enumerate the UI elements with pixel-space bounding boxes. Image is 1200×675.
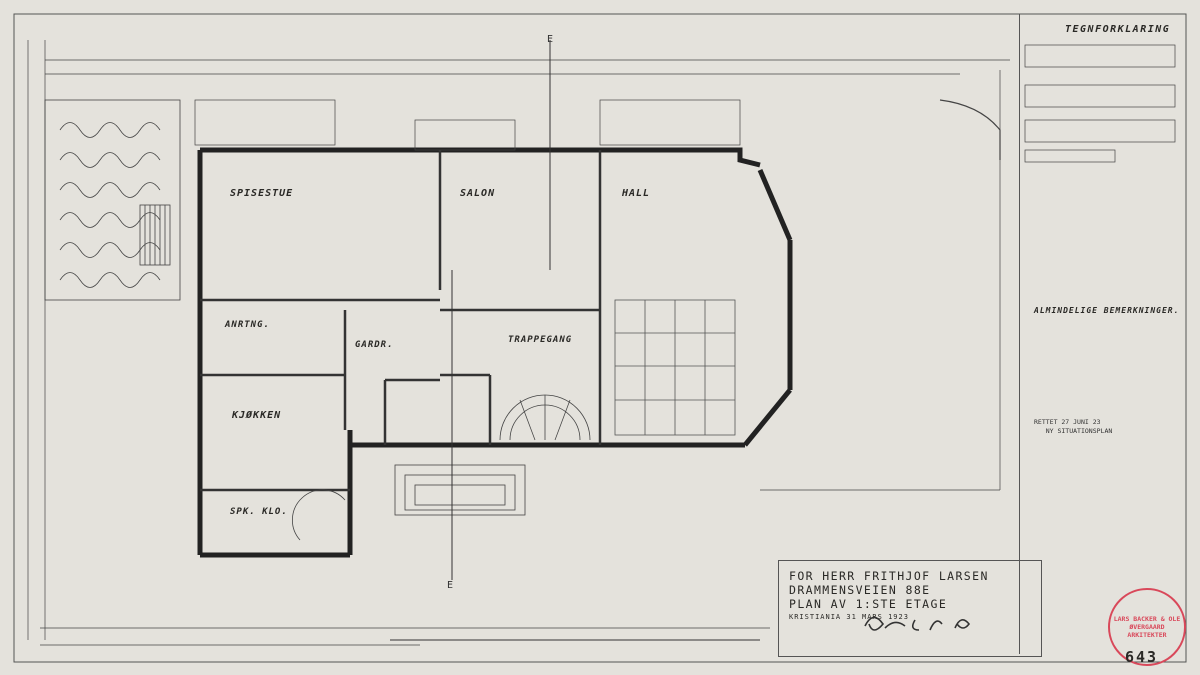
svg-text:E: E xyxy=(447,580,453,591)
title-address: DRAMMENSVEIEN 88E xyxy=(789,583,931,597)
title-block: FOR HERR FRITHJOF LARSEN DRAMMENSVEIEN 8… xyxy=(778,560,1042,657)
stamp-text: LARS BACKER & OLE ØVERGAARD ARKITEKTER xyxy=(1113,615,1181,639)
room-label-gardr: GARDR. xyxy=(355,340,394,350)
signature xyxy=(864,616,971,631)
room-label-trappegang: TRAPPEGANG xyxy=(508,335,573,345)
legend-panel: TEGNFORKLARING xyxy=(1019,14,1190,654)
legend-title: TEGNFORKLARING xyxy=(1065,24,1171,35)
revision-note: RETTET 27 JUNI 23 NY SITUATIONSPLAN xyxy=(1034,418,1113,435)
title-date: KRISTIANIA 31 MARS 1923 xyxy=(789,613,909,621)
room-label-anretning: ANRTNG. xyxy=(225,320,270,330)
architect-stamp: LARS BACKER & OLE ØVERGAARD ARKITEKTER xyxy=(1108,588,1186,666)
general-notes-heading: ALMINDELIGE BEMERKNINGER. xyxy=(1034,306,1180,315)
room-label-spk-klo: SPK. KLO. xyxy=(230,507,288,517)
room-label-spisestue: SPISESTUE xyxy=(230,188,294,199)
room-label-kjokken: KJØKKEN xyxy=(232,410,282,421)
title-plan: PLAN AV 1:STE ETAGE xyxy=(789,597,948,611)
sheet-number: 643 xyxy=(1125,648,1159,666)
room-label-hall: HALL xyxy=(622,188,651,199)
svg-text:E: E xyxy=(547,34,553,45)
room-label-salon: SALON xyxy=(460,188,496,199)
title-client: FOR HERR FRITHJOF LARSEN xyxy=(789,569,989,583)
